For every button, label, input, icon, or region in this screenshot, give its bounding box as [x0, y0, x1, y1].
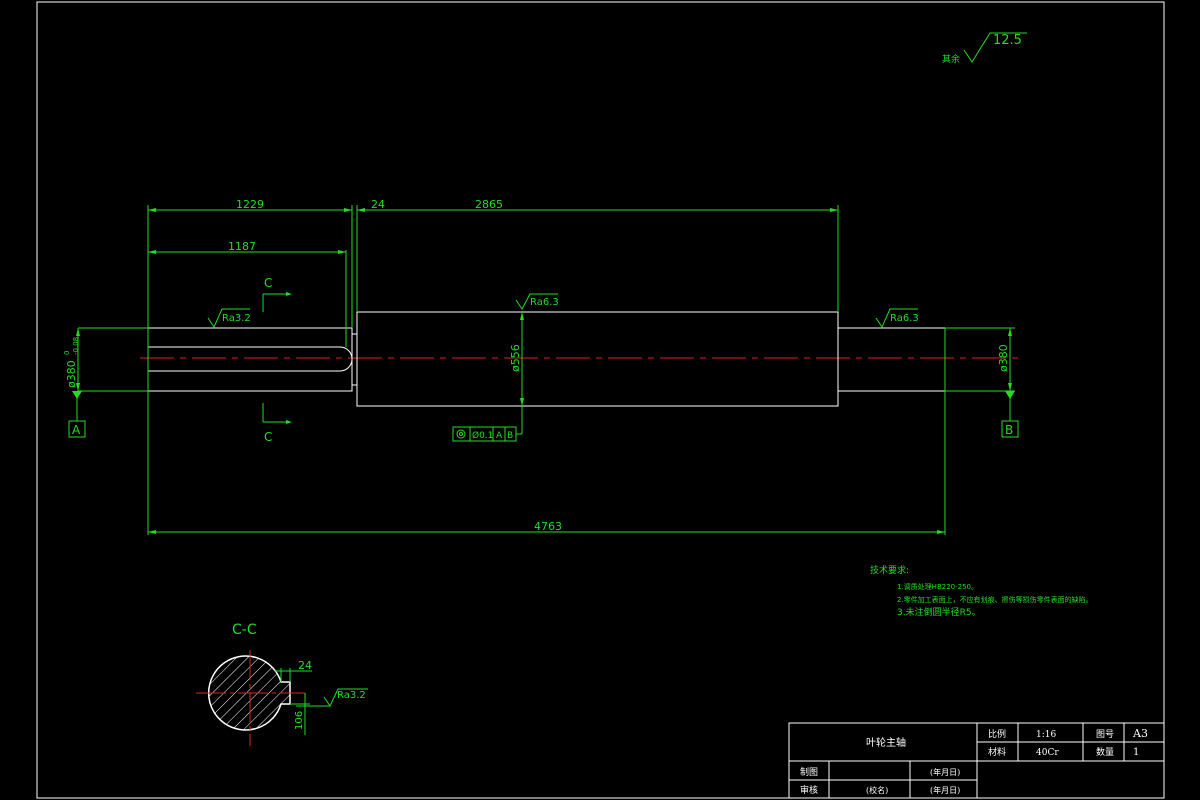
section-keyway-width: 24: [298, 659, 312, 672]
shaft-outline: [147, 311, 946, 407]
tech-requirement-2: 2.零件加工表面上，不应有划痕、擦伤等损伤零件表面的缺陷。: [897, 595, 1093, 604]
datum-b: B: [1001, 391, 1019, 438]
section-mark-bottom-text: C: [264, 430, 272, 444]
tolerance-value: Ø0.1: [472, 430, 493, 441]
section-view: C-C 24 106 Ra3.2: [196, 622, 368, 746]
geometric-tolerance-frame: Ø0.1 A B: [452, 406, 523, 442]
title-checked-label: 审核: [800, 784, 818, 796]
tech-requirements: 技术要求: 1.调质处理HB220-250。 2.零件加工表面上，不应有划痕、擦…: [870, 564, 1093, 618]
roughness-symbol: [963, 32, 1027, 63]
tech-requirement-1: 1.调质处理HB220-250。: [897, 582, 978, 591]
tolerance-datum-2: B: [507, 431, 513, 441]
main-body: [356, 311, 839, 407]
tolerance-datum-1: A: [496, 431, 503, 441]
title-scale-label: 比例: [988, 728, 1006, 740]
left-journal: [147, 327, 353, 392]
surface-note-value: 12.5: [993, 33, 1022, 48]
roughness-right-text: Ra6.3: [890, 313, 919, 324]
surface-finish-note: 其余 12.5: [942, 32, 1027, 65]
datum-a: A: [68, 391, 86, 438]
title-school: (校名): [866, 785, 888, 795]
keyway-slot: [148, 346, 353, 372]
dim-tol-lower: -0.08: [72, 337, 80, 355]
dim-dia-left: ø380: [65, 360, 78, 388]
title-date-1: (年月日): [930, 767, 960, 777]
right-journal: [837, 327, 946, 392]
circular-runout-icon: [456, 429, 466, 439]
dim-dia-mid: ø556: [509, 344, 522, 372]
section-mark-top: C: [262, 276, 292, 312]
surface-note-label: 其余: [942, 53, 960, 65]
title-block: [788, 722, 1165, 799]
extension-lines: [78, 205, 1015, 535]
tech-requirement-3: 3.未注倒圆半径R5。: [897, 606, 981, 618]
title-part-name: 叶轮主轴: [866, 736, 906, 749]
section-mark-bottom: C: [262, 403, 292, 444]
title-material-label: 材料: [988, 746, 1006, 758]
title-material-value: 40Cr: [1036, 748, 1059, 758]
title-quantity-value: 1: [1133, 747, 1139, 758]
roughness-left: Ra3.2: [207, 308, 251, 329]
tech-requirements-title: 技术要求:: [870, 564, 909, 576]
roughness-mid: Ra6.3: [515, 293, 559, 310]
dim-4763: 4763: [534, 520, 562, 533]
dim-tol-upper: 0: [63, 351, 71, 355]
dimension-arrows: [76, 208, 1012, 534]
section-keyway-depth: 106: [294, 711, 305, 730]
drawing-frame: [36, 1, 1165, 799]
dim-dia-right: ø380: [997, 344, 1010, 372]
section-roughness: Ra3.2: [337, 690, 366, 701]
title-sheet-size: A3: [1132, 727, 1148, 740]
section-view-title: C-C: [232, 622, 257, 638]
title-date-2: (年月日): [930, 785, 960, 795]
dim-1187: 1187: [228, 240, 256, 253]
datum-a-text: A: [72, 423, 81, 437]
title-scale-value: 1:16: [1036, 730, 1056, 740]
dim-24-top: 24: [371, 198, 385, 211]
roughness-left-text: Ra3.2: [222, 313, 251, 324]
datum-b-text: B: [1005, 423, 1013, 437]
title-quantity-label: 数量: [1096, 746, 1114, 758]
roughness-right: Ra6.3: [875, 308, 919, 329]
section-mark-top-text: C: [264, 276, 272, 290]
title-drawn-label: 制图: [800, 766, 818, 778]
dim-1229: 1229: [236, 198, 264, 211]
title-drawing-no-label: 图号: [1096, 729, 1114, 740]
roughness-mid-text: Ra6.3: [530, 297, 559, 308]
dimension-lines: [77, 209, 1011, 533]
dim-2865: 2865: [475, 198, 503, 211]
